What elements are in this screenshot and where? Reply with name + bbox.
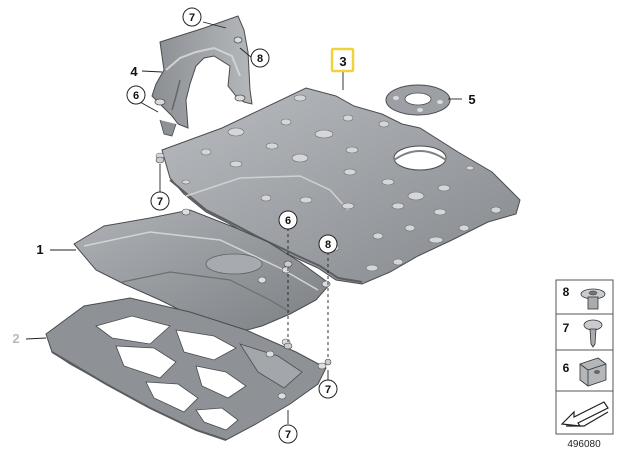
fastener-callout-circle-7-top[interactable]: [182, 7, 202, 27]
fastener-callout-circle-7-bottom[interactable]: [278, 424, 298, 444]
fastener-callout-circle-7-left[interactable]: [150, 191, 170, 211]
fastener-markers: [155, 156, 332, 366]
diagram-id: 496080: [567, 439, 601, 450]
expanding-nut-icon: [580, 288, 606, 310]
fastener-callouts: 7 8 6 7 6 8 7 7: [126, 7, 338, 444]
bracket-part[interactable]: [151, 15, 253, 137]
fastener-callout-label: 8: [325, 239, 331, 251]
fastener-callout-circle-8-mid[interactable]: [318, 234, 338, 254]
part-label-4[interactable]: 4: [130, 64, 138, 79]
leader-lines: [25, 21, 462, 424]
lower-frame-part[interactable]: [45, 297, 327, 441]
fastener-callout-circle-6-mid[interactable]: [278, 210, 298, 230]
fastener-callout-label: 7: [325, 384, 331, 396]
view-direction-arrow-icon: [560, 401, 609, 427]
part-3-highlight-box: [330, 47, 355, 73]
screw-icon: [583, 319, 603, 348]
round-cover-part[interactable]: [385, 84, 451, 116]
fastener-callout-label: 7: [285, 429, 291, 441]
fastener-callout-label: 6: [133, 90, 139, 102]
legend-item-8[interactable]: 8: [563, 285, 606, 310]
part-label-3[interactable]: 3: [339, 54, 346, 69]
fastener-callout-circle-8-top[interactable]: [250, 48, 270, 68]
front-shield-part[interactable]: [73, 208, 331, 335]
part-label-2[interactable]: 2: [12, 331, 19, 346]
fastener-callout-label: 7: [157, 196, 163, 208]
legend-item-7[interactable]: 7: [563, 319, 603, 348]
fastener-legend: 8 7 6: [555, 279, 614, 435]
legend-frame: [555, 279, 614, 435]
part-callouts: 1 2 3 4 5: [12, 47, 476, 346]
fastener-callout-label: 8: [257, 53, 263, 65]
fastener-callout-label: 6: [285, 215, 291, 227]
fastener-callout-label: 7: [189, 12, 195, 24]
part-label-5[interactable]: 5: [468, 92, 475, 107]
fastener-callout-circle-7-right[interactable]: [318, 379, 338, 399]
fastener-callout-circle-6-left[interactable]: [126, 85, 146, 105]
clip-nut-icon: [579, 357, 607, 387]
legend-item-number: 7: [563, 321, 570, 335]
legend-item-number: 8: [563, 285, 570, 299]
legend-item-6[interactable]: 6: [563, 357, 607, 387]
part-label-1[interactable]: 1: [36, 242, 43, 257]
legend-item-number: 6: [563, 361, 570, 375]
